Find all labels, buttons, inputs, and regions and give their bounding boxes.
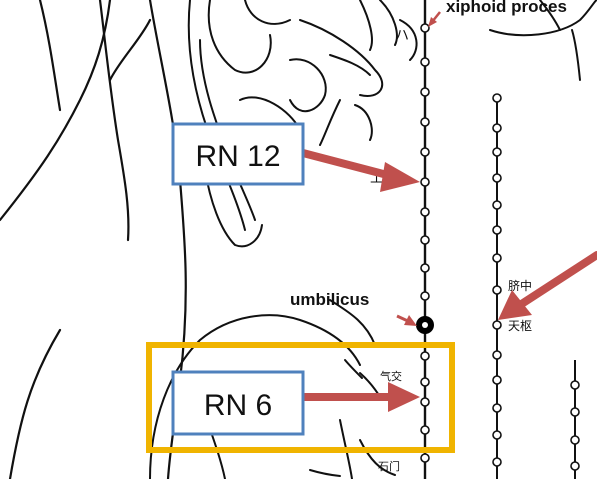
- umbilicus-label: umbilicus: [290, 290, 369, 309]
- ren-point-1: [420, 23, 430, 33]
- umbilicus-center: [422, 322, 428, 328]
- side-point-13: [492, 430, 502, 440]
- side-point-7: [492, 253, 502, 263]
- ren-point-14: [420, 425, 430, 435]
- ren-point-8: [420, 235, 430, 245]
- xiphoid-arrow: [428, 11, 441, 27]
- ren-point-6: [420, 177, 430, 187]
- rn6-label-box: RN 6: [171, 370, 305, 436]
- umbilicus-arrow: [396, 314, 417, 326]
- ren-point-2: [420, 57, 430, 67]
- rn12-label-box: RN 12: [171, 122, 305, 186]
- cjk-label-qizhong: 脐中: [508, 278, 532, 293]
- rn6-arrow: [301, 382, 420, 412]
- ren-point-13: [420, 397, 430, 407]
- side-point-6: [492, 225, 502, 235]
- side-point-14: [492, 457, 502, 467]
- side-point-10: [492, 350, 502, 360]
- body-outline: [0, 0, 187, 479]
- ren-point-3: [420, 87, 430, 97]
- ren-point-12: [420, 377, 430, 387]
- rib-curves: [187, 0, 418, 248]
- side-point-4: [492, 173, 502, 183]
- ren-point-4: [420, 117, 430, 127]
- side-point-3: [492, 147, 502, 157]
- third-point-4: [570, 461, 580, 471]
- ren-point-5: [420, 147, 430, 157]
- cjk-label-hachi: ハ: [395, 28, 409, 44]
- rn12-label: RN 12: [195, 140, 280, 173]
- second-meridian-points: [492, 93, 502, 467]
- xiphoid-label: xiphoid proces: [446, 0, 567, 16]
- ren-point-15: [420, 453, 430, 463]
- ren-point-7: [420, 207, 430, 217]
- side-point-11: [492, 375, 502, 385]
- third-meridian-points: [570, 380, 580, 471]
- ren-point-11: [420, 351, 430, 361]
- side-point-12: [492, 403, 502, 413]
- third-point-1: [570, 380, 580, 390]
- ren-point-9: [420, 263, 430, 273]
- rn6-highlight-box: [146, 342, 455, 453]
- side-point-1: [492, 93, 502, 103]
- side-point-8: [492, 285, 502, 295]
- ren-meridian-points: [420, 23, 430, 463]
- cjk-label-tianshu: 天枢: [508, 318, 532, 333]
- side-point-2: [492, 123, 502, 133]
- rn6-label: RN 6: [204, 389, 272, 422]
- abdomen-curves: [489, 0, 597, 81]
- third-point-3: [570, 435, 580, 445]
- cjk-label-lower: 石门: [378, 459, 400, 473]
- pelvis-curves: [149, 299, 396, 479]
- side-point-5: [492, 200, 502, 210]
- side-point-9: [492, 320, 502, 330]
- third-point-2: [570, 407, 580, 417]
- ren-point-10: [420, 291, 430, 301]
- cjk-label-qijiao: 气交: [380, 369, 402, 383]
- rn12-arrow: [299, 149, 420, 192]
- tianshu-arrow: [498, 251, 597, 320]
